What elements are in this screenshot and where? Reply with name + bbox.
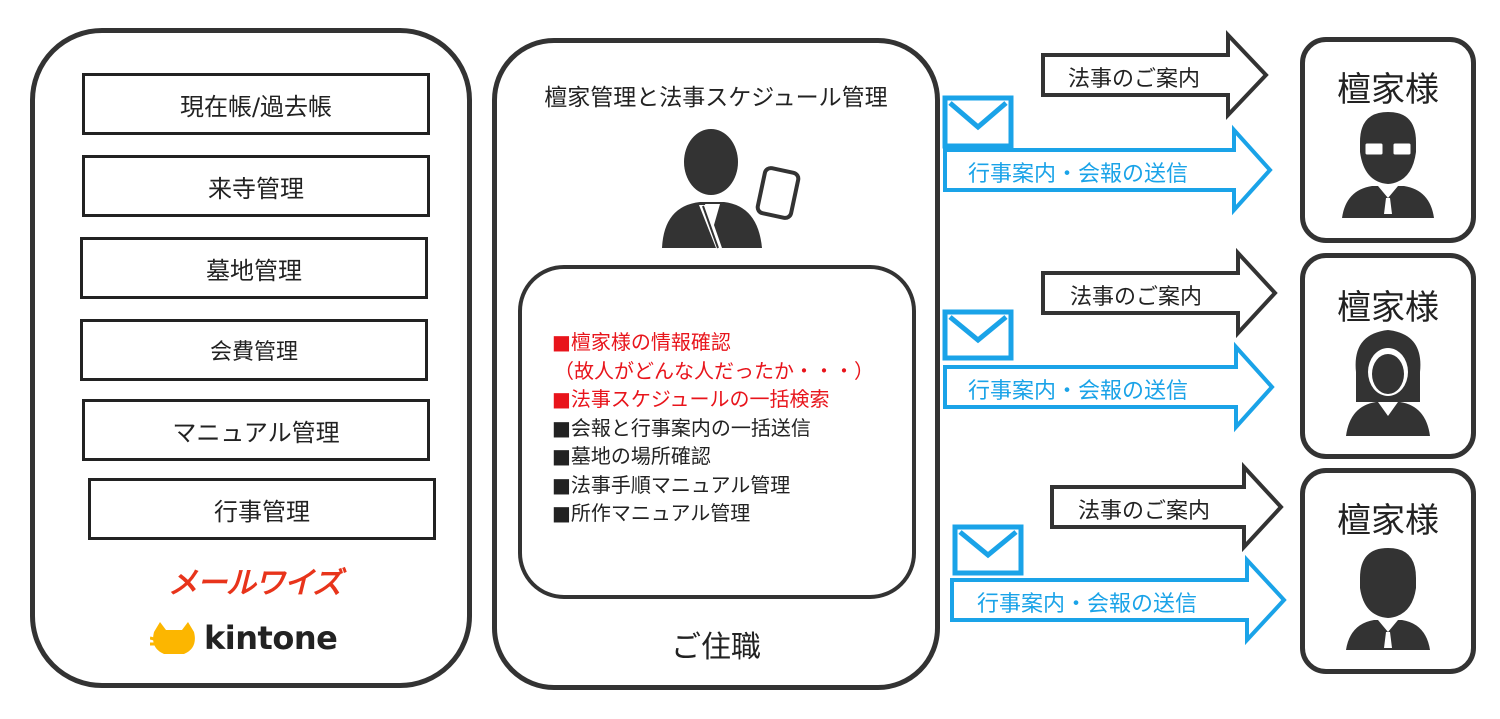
smartphone-icon	[755, 166, 801, 220]
kintone-wordmark: kintone	[204, 619, 338, 657]
memorial-arrow-2	[1041, 247, 1278, 339]
menu-item-register[interactable]: 現在帳/過去帳	[82, 73, 430, 135]
memorial-arrow-1	[1041, 29, 1269, 121]
mailwise-logo: メールワイズ	[168, 566, 342, 601]
newsletter-arrow-1	[943, 124, 1273, 216]
newsletter-arrow-label-2: 行事案内・会報の送信	[968, 379, 1189, 404]
priest-panel-title: 檀家管理と法事スケジュール管理	[544, 85, 888, 111]
feature-list-box	[518, 265, 916, 599]
customer-label-3: 檀家様	[1337, 501, 1439, 541]
envelope-icon-1	[942, 95, 1014, 149]
priest-avatar-icon	[662, 129, 762, 249]
feature-item: ■会報と行事案内の一括送信	[552, 415, 811, 440]
kintone-cat-icon	[150, 622, 195, 654]
newsletter-arrow-2	[943, 341, 1275, 433]
newsletter-arrow-label-3: 行事案内・会報の送信	[977, 592, 1198, 617]
menu-item-events[interactable]: 行事管理	[88, 478, 436, 540]
woman-icon	[1346, 330, 1430, 436]
feature-item-note: （故人がどんな人だったか・・・）	[554, 358, 874, 383]
memorial-arrow-label-3: 法事のご案内	[1078, 499, 1211, 524]
man-icon	[1346, 548, 1430, 650]
feature-item: ■所作マニュアル管理	[552, 501, 751, 525]
newsletter-arrow-3	[950, 554, 1287, 646]
envelope-icon-3	[952, 524, 1024, 576]
menu-item-visit[interactable]: 来寺管理	[82, 155, 430, 217]
priest-role-label: ご住職	[671, 630, 761, 665]
kintone-logo: kintone	[150, 617, 338, 659]
envelope-icon-2	[942, 309, 1014, 361]
feature-item: ■檀家様の情報確認	[552, 330, 731, 354]
menu-item-cemetery[interactable]: 墓地管理	[80, 237, 428, 299]
customer-label-1: 檀家様	[1337, 70, 1439, 110]
man-glasses-icon	[1342, 112, 1434, 218]
memorial-arrow-3	[1050, 461, 1284, 553]
menu-item-manual[interactable]: マニュアル管理	[82, 399, 430, 461]
memorial-arrow-label-1: 法事のご案内	[1068, 67, 1201, 92]
feature-list: ■檀家様の情報確認 （故人がどんな人だったか・・・） ■法事スケジュールの一括検…	[552, 328, 874, 528]
feature-item: ■墓地の場所確認	[552, 444, 711, 468]
memorial-arrow-label-2: 法事のご案内	[1070, 285, 1203, 310]
newsletter-arrow-label-1: 行事案内・会報の送信	[968, 162, 1189, 187]
feature-item: ■法事スケジュールの一括検索	[552, 387, 830, 411]
customer-label-2: 檀家様	[1337, 288, 1439, 328]
feature-item: ■法事手順マニュアル管理	[552, 472, 791, 497]
menu-item-fees[interactable]: 会費管理	[80, 319, 428, 381]
